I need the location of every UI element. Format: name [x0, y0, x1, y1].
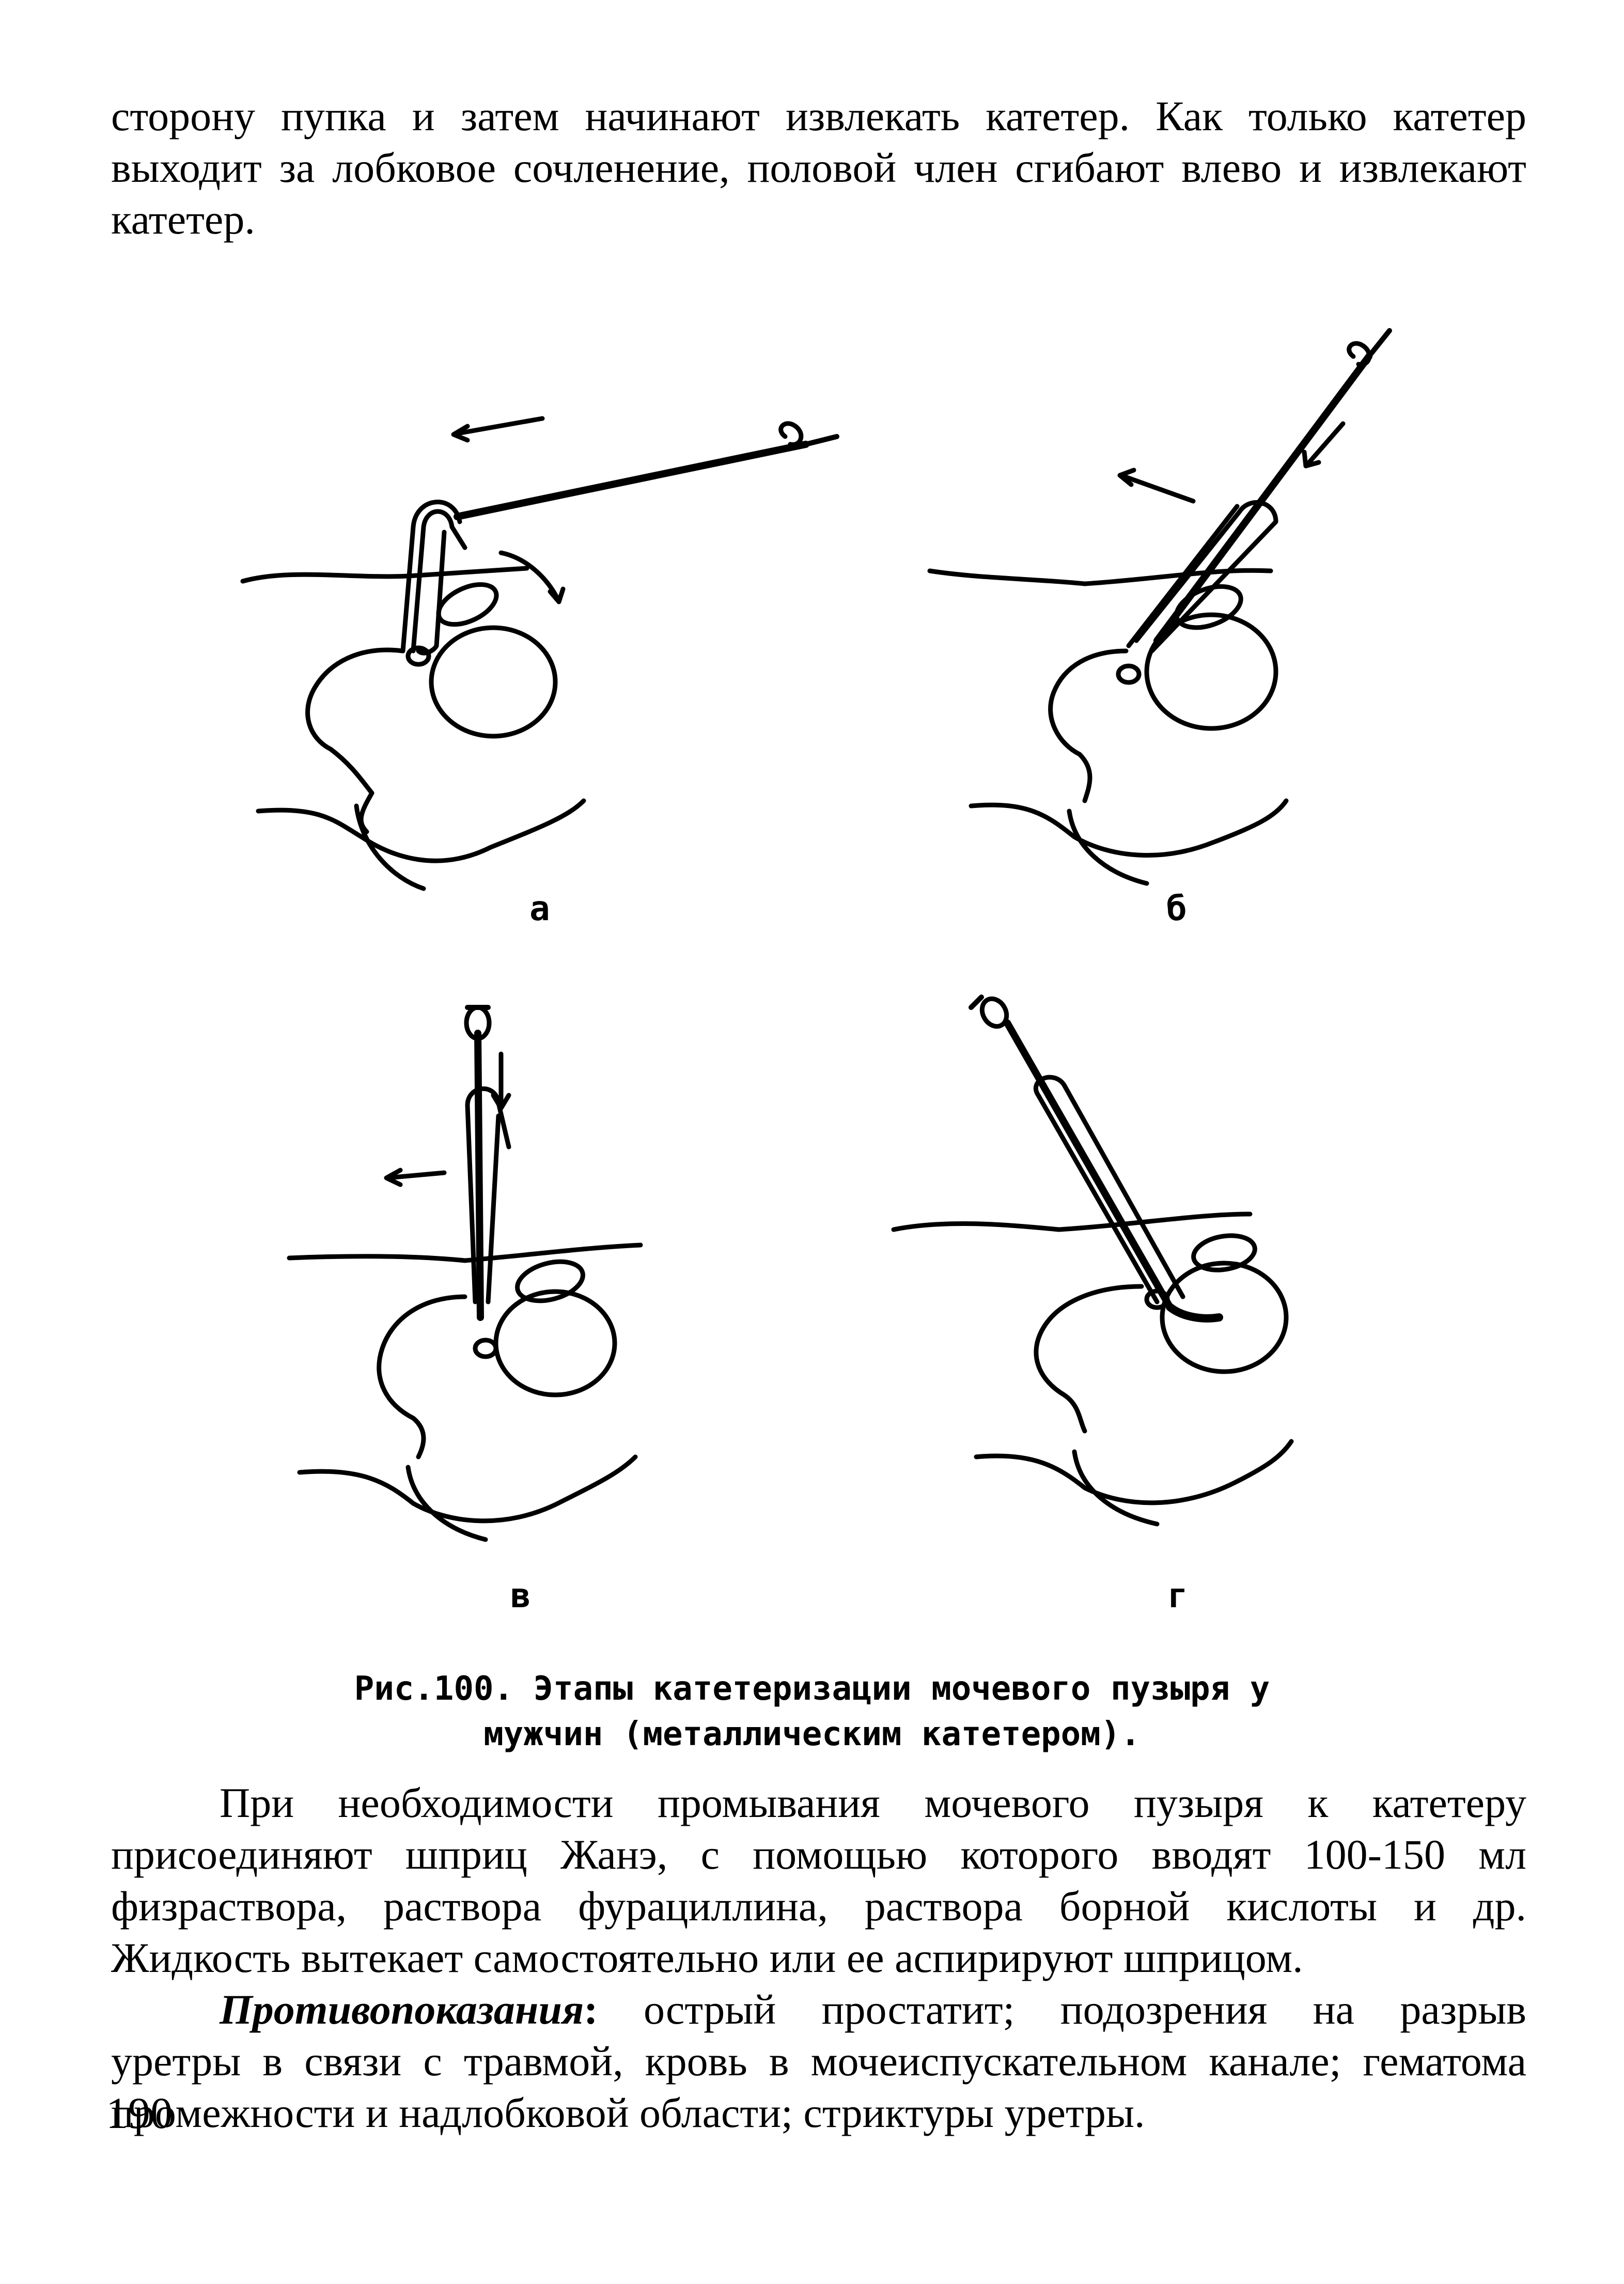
body-paragraph-line-3: физраствора, раствора фурациллина, раств… — [111, 1883, 1526, 1930]
body-text: При необходимости промывания мочевого пу… — [111, 1777, 1526, 2139]
body-paragraph-line-1: При необходимости промывания мочевого пу… — [220, 1779, 1526, 1826]
figure-caption: Рис.100. Этапы катетеризации мочевого пу… — [0, 1666, 1624, 1757]
contraindications-line-3: промежности и надлобковой области; стрик… — [111, 2089, 1145, 2136]
contraindications-text-1: острый простатит; подозрения на разрыв — [643, 1986, 1527, 2033]
catheterization-figure: а б в г — [0, 289, 1624, 1633]
panel-v-drawing — [287, 1005, 643, 1542]
contraindications-colon: : — [584, 1986, 598, 2033]
top-paragraph: сторону пупка и затем начинают извлекать… — [111, 90, 1526, 245]
top-paragraph-line-2: выходит за лобковое сочленение, половой … — [111, 144, 1526, 191]
body-paragraph-line-2: присоединяют шприц Жанэ, с помощью котор… — [111, 1831, 1526, 1878]
top-paragraph-line-1: сторону пупка и затем начинают извлекать… — [111, 92, 1526, 139]
panel-label-a: а — [529, 889, 550, 928]
caption-line-1: Рис.100. Этапы катетеризации мочевого пу… — [354, 1670, 1270, 1708]
page-number: 190 — [106, 2088, 173, 2138]
caption-line-2: мужчин (металлическим катетером). — [483, 1715, 1141, 1753]
panel-label-g: г — [1167, 1576, 1188, 1615]
contraindications-label: Противопоказания — [220, 1986, 584, 2033]
panel-label-b: б — [1166, 889, 1187, 928]
panel-a-drawing — [240, 416, 839, 891]
top-paragraph-line-3: катетер. — [111, 196, 255, 243]
contraindications-line-2: уретры в связи с травмой, кровь в мочеис… — [111, 2038, 1526, 2085]
panel-b-drawing — [927, 328, 1392, 886]
figure-drawing — [240, 328, 1392, 1542]
contraindications-line-1: Противопоказания: острый простатит; подо… — [111, 1984, 1526, 2036]
body-paragraph-line-4: Жидкость вытекает самостоятельно или ее … — [111, 1934, 1303, 1981]
panel-g-drawing — [891, 995, 1294, 1527]
panel-label-v: в — [510, 1576, 531, 1615]
